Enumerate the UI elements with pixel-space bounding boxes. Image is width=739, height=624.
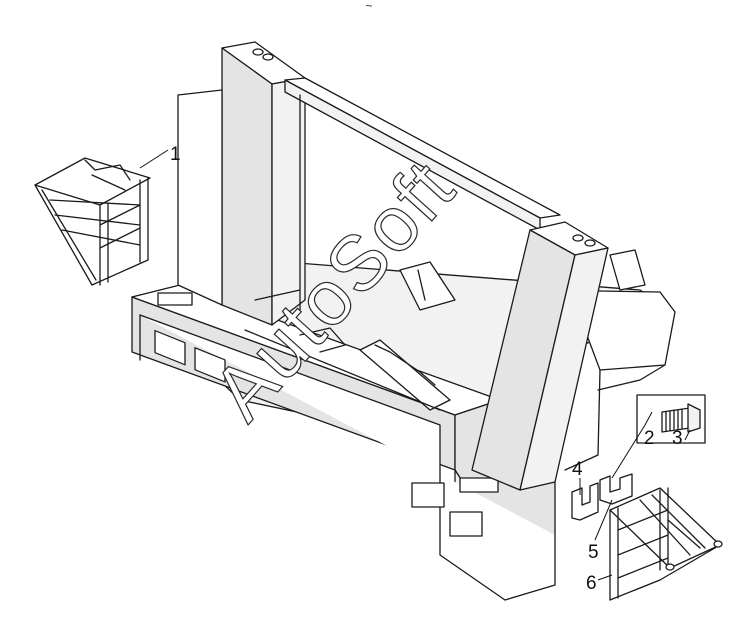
main-frame (131, 41, 676, 601)
callout-5: 5 (588, 542, 599, 563)
part-1-guard-frame (34, 157, 151, 286)
part-4-clip (571, 482, 599, 521)
part-6-guard-frame (609, 487, 723, 601)
part-5-bracket (599, 473, 633, 505)
callout-6: 6 (586, 573, 597, 594)
callout-2: 2 (644, 428, 655, 449)
top-mark: ~ (365, 0, 372, 13)
callout-3: 3 (672, 428, 683, 449)
callout-4: 4 (572, 459, 583, 480)
leader-lines (139, 149, 691, 581)
callout-1: 1 (170, 144, 181, 165)
